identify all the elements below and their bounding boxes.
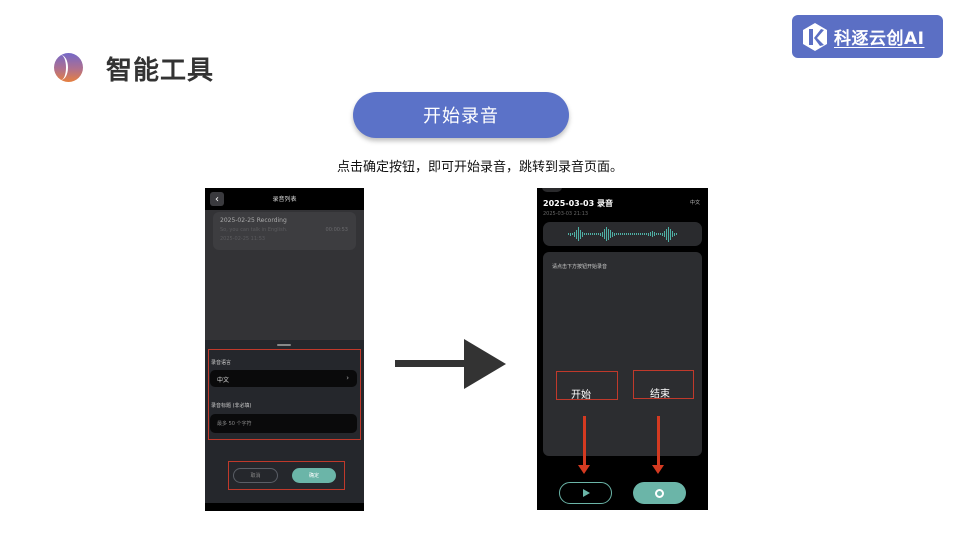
hint-text: 请点击下方按钮开始录音 xyxy=(552,264,608,270)
waveform xyxy=(543,222,702,246)
arrow-right-head-icon xyxy=(464,339,506,389)
language-label: 录音语言 xyxy=(211,360,232,366)
gradient-circle-icon xyxy=(54,53,83,82)
recording-title-input[interactable]: 最多 50 个字符 xyxy=(210,414,357,433)
cancel-button[interactable]: 取消 xyxy=(233,468,278,483)
annotation-box-form xyxy=(208,349,361,440)
screen-header: ‹ 录音列表 xyxy=(205,188,364,210)
annotation-box-end: 结束 xyxy=(633,370,694,400)
page-title: 智能工具 xyxy=(106,56,215,86)
drag-handle[interactable] xyxy=(277,344,291,346)
play-icon xyxy=(583,489,590,497)
annotation-box-buttons xyxy=(228,461,345,490)
new-recording-sheet: 录音语言 中文 › 录音标题 (非必填) 最多 50 个字符 取消 确定 xyxy=(205,340,364,511)
transcript-panel: 请点击下方按钮开始录音 开始 结束 xyxy=(543,252,702,456)
back-icon[interactable]: ‹ xyxy=(210,192,224,206)
logo-k-icon xyxy=(802,22,828,52)
record-icon xyxy=(655,488,664,498)
language-tag[interactable]: 中文 xyxy=(689,200,700,206)
recording-date: 2025-02-25 11:53 xyxy=(220,236,266,242)
record-button[interactable] xyxy=(633,482,686,504)
arrow-right-icon xyxy=(395,360,465,367)
language-value: 中文 xyxy=(217,377,230,384)
description-text: 点击确定按钮，即可开始录音，跳转到录音页面。 xyxy=(336,160,623,175)
start-annotation-label: 开始 xyxy=(571,390,591,401)
language-select[interactable]: 中文 › xyxy=(210,370,357,387)
confirm-button[interactable]: 确定 xyxy=(292,468,336,483)
title-placeholder: 最多 50 个字符 xyxy=(217,421,252,427)
arrow-down-icon xyxy=(652,416,664,474)
recording-duration: 00:00:53 xyxy=(325,227,348,233)
recording-subtitle: So, you can talk in English. xyxy=(220,227,288,233)
title-label: 录音标题 (非必填) xyxy=(211,403,252,409)
end-annotation-label: 结束 xyxy=(650,389,670,400)
brand-logo: 科逐云创AI xyxy=(792,15,943,58)
annotation-box-start: 开始 xyxy=(556,371,618,401)
chevron-right-icon: › xyxy=(346,374,349,382)
recording-title: 2025-02-25 Recording xyxy=(220,217,287,224)
recording-page-title: 2025-03-03 录音 xyxy=(543,199,613,208)
recording-page-screenshot: 2025-03-03 录音 中文 2025-03-03 21:13 请点击下方按… xyxy=(537,188,708,510)
logo-text: 科逐云创AI xyxy=(834,29,925,49)
recording-datetime: 2025-03-03 21:13 xyxy=(543,211,589,217)
arrow-down-icon xyxy=(578,416,590,474)
recording-card[interactable]: 2025-02-25 Recording So, you can talk in… xyxy=(213,212,356,250)
screen-title: 录音列表 xyxy=(272,196,297,203)
start-recording-button[interactable]: 开始录音 xyxy=(353,92,569,138)
recording-list-screenshot: ‹ 录音列表 2025-02-25 Recording So, you can … xyxy=(205,188,364,511)
status-pill xyxy=(542,188,562,192)
bottom-bar xyxy=(205,503,364,511)
play-button[interactable] xyxy=(559,482,612,504)
